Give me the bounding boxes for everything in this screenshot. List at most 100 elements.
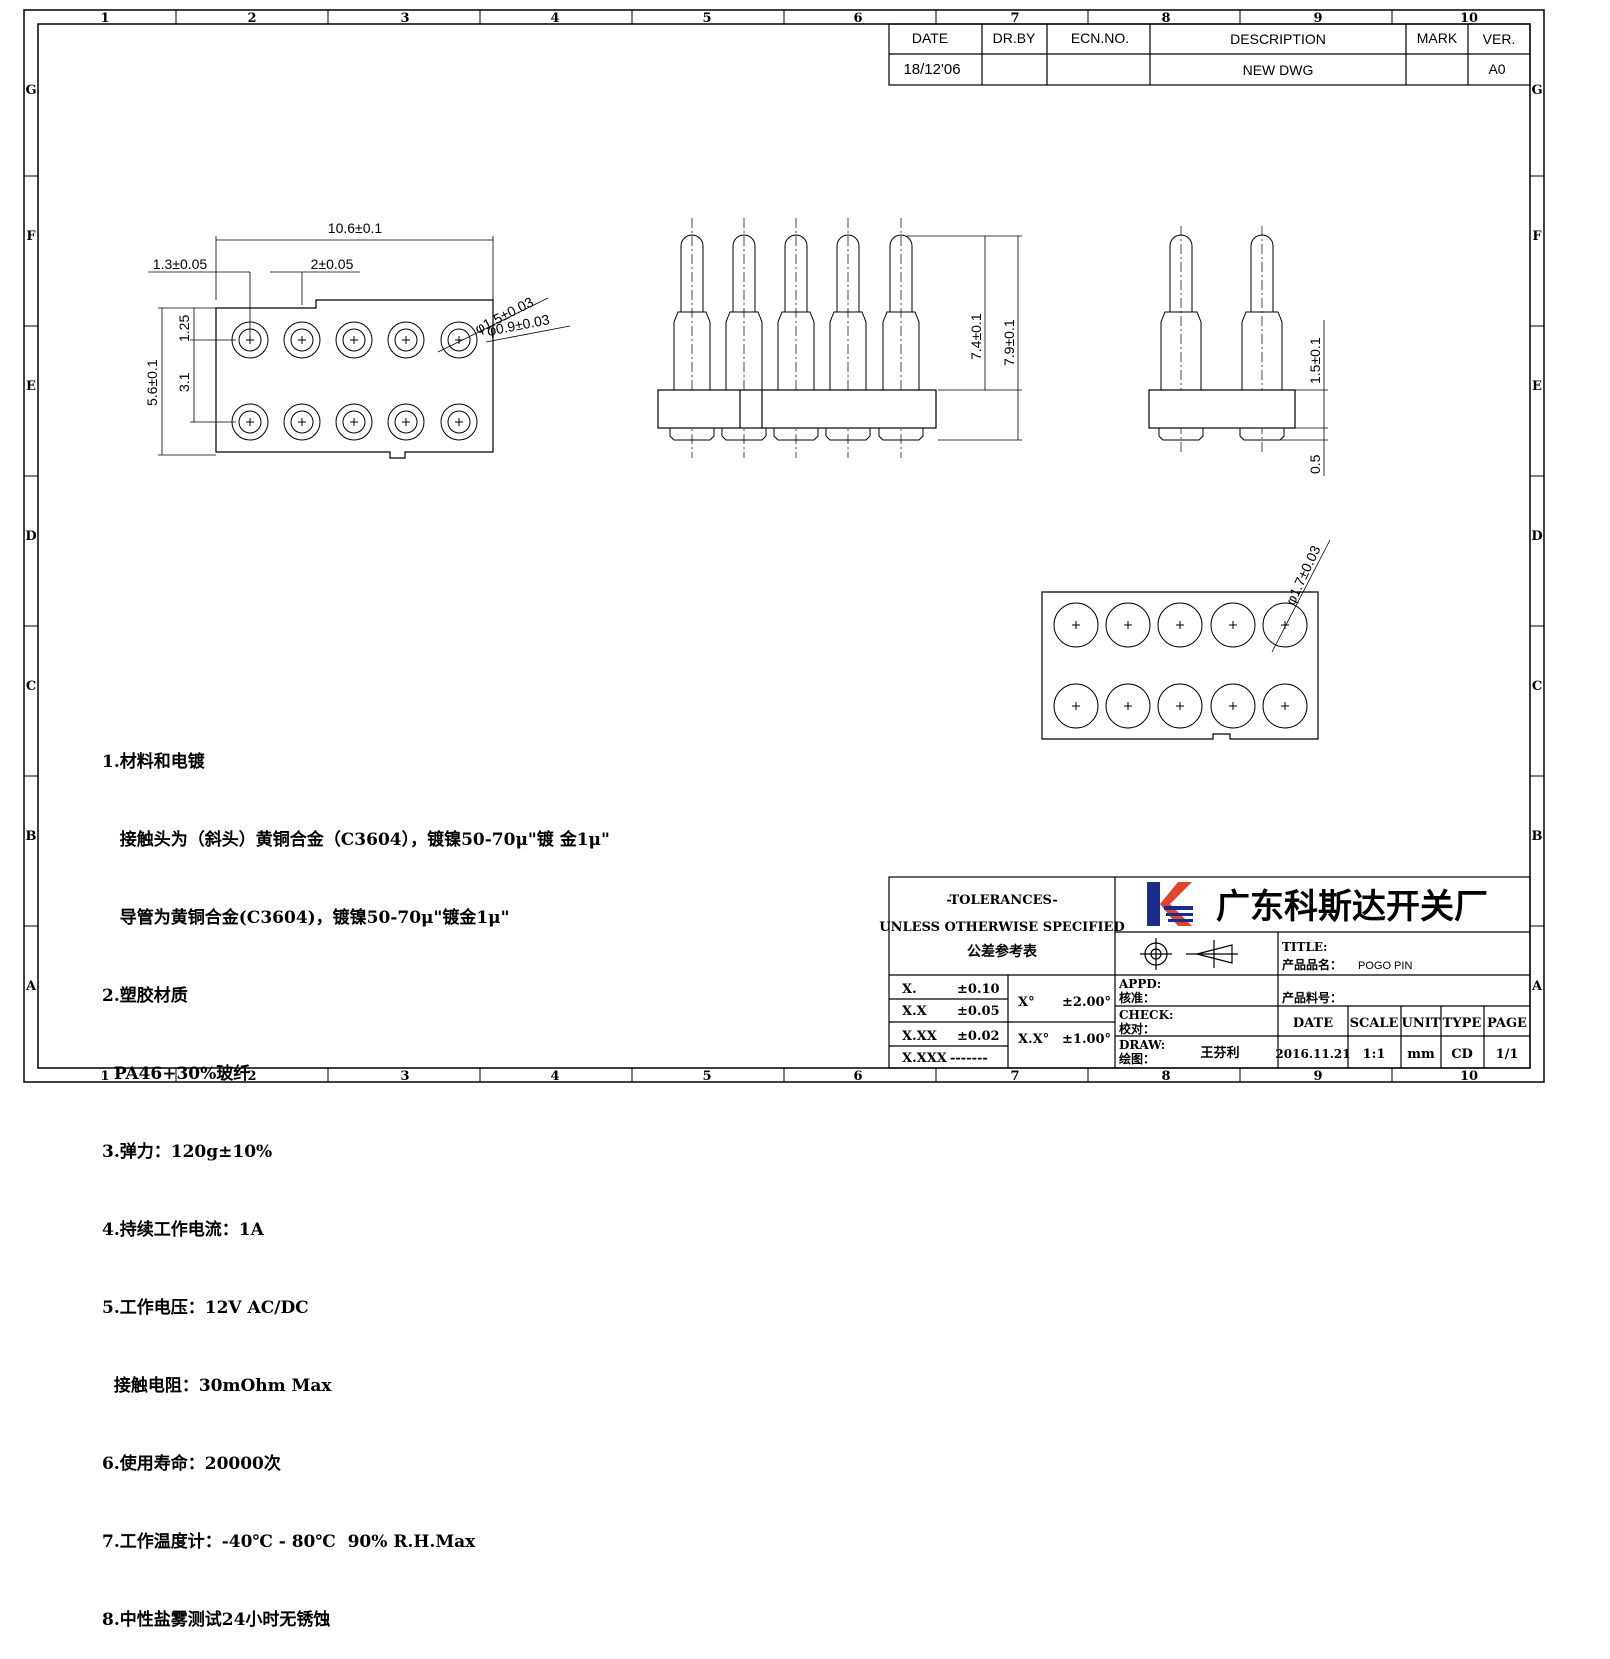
- zone-row-label: A: [25, 979, 37, 994]
- bottom-hole: [1262, 602, 1308, 648]
- dim-side-h: 1.5±0.1: [1307, 337, 1323, 384]
- dim-pin-h2: 7.9±0.1: [1001, 319, 1017, 366]
- top-view: [215, 299, 494, 459]
- zone-col-label: 8: [1161, 11, 1170, 26]
- tol-v-0: ±0.10: [957, 982, 1000, 997]
- dim-side-tail: 0.5: [1307, 454, 1323, 474]
- tol-title: -TOLERANCES-: [946, 893, 1058, 908]
- pin-hole-outer: [335, 321, 373, 359]
- info-header-unit: UNIT: [1402, 1016, 1441, 1031]
- bottom-hole: [1210, 602, 1256, 648]
- draw-cn: 绘图：: [1119, 1051, 1155, 1066]
- pin-hole-outer: [387, 403, 425, 441]
- pin-hole-outer: [440, 321, 478, 359]
- rev-header-description: DESCRIPTION: [1230, 31, 1326, 47]
- dim-row-offset: 1.25: [176, 315, 192, 342]
- pin-hole-inner: [447, 410, 471, 434]
- zone-row-label: G: [25, 83, 36, 98]
- info-header-page: PAGE: [1487, 1016, 1527, 1031]
- pin-barrel: [673, 311, 711, 390]
- bottom-view: [1041, 591, 1319, 740]
- front-view-dimensions: [905, 235, 1022, 441]
- tol-k-2: X.XX: [902, 1029, 938, 1044]
- note-line: 接触头为（斜头）黄铜合金（C3604），镀镍50-70μ"镀 金1μ": [102, 830, 610, 850]
- zone-row-label: E: [1532, 379, 1542, 394]
- note-line: 3.弹力：120g±10%: [102, 1142, 273, 1162]
- pin-hole-inner: [394, 328, 418, 352]
- zone-row-label: C: [1532, 679, 1542, 694]
- top-view-labels: 10.6±0.1 1.3±0.05 2±0.05 φ1.5±0.03 φ0.9±…: [144, 220, 551, 406]
- zone-col-label: 10: [1460, 11, 1478, 26]
- info-unit: mm: [1407, 1047, 1435, 1062]
- ang-v-0: ±2.00°: [1062, 995, 1111, 1010]
- note-line: 5.工作电压：12V AC/DC: [102, 1298, 309, 1318]
- dim-pitch-edge: 1.3±0.05: [153, 256, 208, 272]
- revision-table: [888, 23, 1531, 86]
- zone-row-label: D: [25, 529, 36, 544]
- zone-col-label: 7: [1010, 11, 1019, 26]
- pin-barrel: [829, 311, 867, 390]
- side-view-body: [1148, 389, 1296, 429]
- technical-notes: 1.材料和电镀 接触头为（斜头）黄铜合金（C3604），镀镍50-70μ"镀 金…: [102, 697, 610, 1659]
- pin-plunger: [732, 234, 756, 312]
- zone-col-label: 9: [1313, 11, 1322, 26]
- pin-hole-inner: [290, 328, 314, 352]
- tol-k-3: X.XXX: [902, 1051, 948, 1066]
- zone-col-label: 5: [702, 11, 711, 26]
- dim-row-pitch: 3.1: [176, 372, 192, 392]
- draw-label: DRAW:: [1119, 1038, 1165, 1052]
- tol-cn: 公差参考表: [967, 943, 1038, 960]
- note-line: 6.使用寿命：20000次: [102, 1454, 281, 1474]
- pin-hole-inner: [342, 328, 366, 352]
- rev-header-date: DATE: [912, 30, 948, 46]
- zone-col-label: 6: [853, 11, 862, 26]
- bottom-hole: [1053, 683, 1099, 729]
- info-scale: 1:1: [1363, 1047, 1386, 1062]
- side-view-dimensions: [1270, 320, 1328, 476]
- info-page: 1/1: [1496, 1047, 1519, 1062]
- note-line: 8.中性盐雾测试24小时无锈蚀: [102, 1610, 331, 1630]
- title-block-lines: [888, 876, 1531, 1069]
- pin-tail: [1158, 428, 1204, 441]
- zone-row-label: D: [1531, 529, 1542, 544]
- zone-col-label: 3: [400, 11, 409, 26]
- ang-k-0: X°: [1018, 995, 1035, 1010]
- pin-barrel: [1160, 311, 1202, 390]
- zone-col-label: 1: [100, 1069, 109, 1084]
- zone-row-label: B: [26, 829, 37, 844]
- rev-header-ecn: ECN.NO.: [1071, 30, 1129, 46]
- pin-plunger: [1250, 234, 1274, 312]
- appd-label: APPD:: [1118, 977, 1161, 991]
- ang-k-1: X.X°: [1018, 1032, 1049, 1047]
- note-line: 导管为黄铜合金(C3604)，镀镍50-70μ"镀金1μ": [102, 908, 510, 928]
- rev-ver: A0: [1488, 61, 1505, 77]
- front-view-body: [657, 389, 937, 429]
- projection-symbol-icon: [1140, 938, 1238, 970]
- pin-barrel: [777, 311, 815, 390]
- note-line: 4.持续工作电流：1A: [102, 1220, 264, 1240]
- pin-tail: [878, 428, 924, 441]
- zone-row-label: F: [1532, 229, 1542, 244]
- pin-barrel: [882, 311, 920, 390]
- zone-row-label: A: [1531, 979, 1543, 994]
- pin-plunger: [1169, 234, 1193, 312]
- pin-hole-outer: [283, 403, 321, 441]
- zone-col-label: 9: [1313, 1069, 1322, 1084]
- pin-plunger: [680, 234, 704, 312]
- tol-v-3: -------: [950, 1051, 988, 1066]
- zone-col-label: 5: [702, 1069, 711, 1084]
- info-header-date: DATE: [1293, 1016, 1333, 1031]
- info-type: CD: [1451, 1047, 1473, 1062]
- pin-hole-inner: [447, 328, 471, 352]
- check-cn: 校对：: [1119, 1021, 1155, 1036]
- pin-tail: [669, 428, 715, 441]
- dim-pin-h1: 7.4±0.1: [968, 313, 984, 360]
- note-line: 2.塑胶材质: [102, 986, 188, 1006]
- tol-k-1: X.X: [902, 1004, 928, 1019]
- zone-row-label: G: [1531, 83, 1542, 98]
- bottom-hole: [1157, 602, 1203, 648]
- dim-top-width: 10.6±0.1: [328, 220, 383, 236]
- bottom-view-dimensions: [1271, 539, 1331, 653]
- zone-col-label: 2: [247, 1069, 256, 1084]
- pin-plunger: [784, 234, 808, 312]
